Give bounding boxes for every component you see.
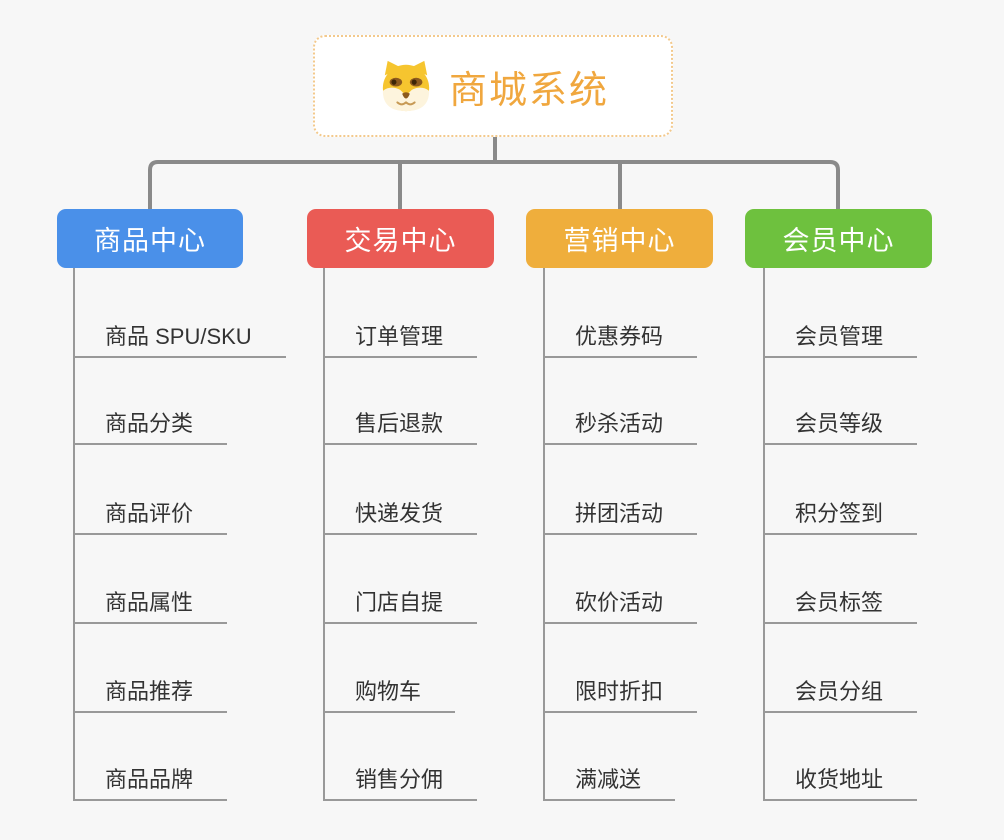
branch-header-trade-center[interactable]: 交易中心 [307, 209, 494, 268]
leaf-node[interactable]: 门店自提 [323, 592, 478, 624]
leaf-node[interactable]: 秒杀活动 [543, 413, 698, 445]
leaf-node[interactable]: 积分签到 [763, 503, 918, 535]
bus-line [148, 160, 840, 209]
leaf-node[interactable]: 商品属性 [73, 592, 228, 624]
leaf-node[interactable]: 会员标签 [763, 592, 918, 624]
leaf-node[interactable]: 会员分组 [763, 681, 918, 713]
leaf-node[interactable]: 会员管理 [763, 326, 918, 358]
leaf-node[interactable]: 砍价活动 [543, 592, 698, 624]
branch-header-product-center[interactable]: 商品中心 [57, 209, 243, 268]
branch-header-member-center[interactable]: 会员中心 [745, 209, 932, 268]
root-title: 商城系统 [448, 69, 609, 112]
branch-header-marketing-center[interactable]: 营销中心 [526, 209, 713, 268]
dog-face-icon [377, 59, 435, 113]
leaf-node[interactable]: 会员等级 [763, 413, 918, 445]
leaf-node[interactable]: 购物车 [323, 681, 456, 713]
leaf-node[interactable]: 优惠券码 [543, 326, 698, 358]
leaf-node[interactable]: 满减送 [543, 769, 676, 801]
leaf-node[interactable]: 拼团活动 [543, 503, 698, 535]
leaf-node[interactable]: 售后退款 [323, 413, 478, 445]
leaf-node[interactable]: 商品评价 [73, 503, 228, 535]
leaf-node[interactable]: 收货地址 [763, 769, 918, 801]
leaf-node[interactable]: 商品分类 [73, 413, 228, 445]
leaf-node[interactable]: 商品品牌 [73, 769, 228, 801]
leaf-node[interactable]: 限时折扣 [543, 681, 698, 713]
leaf-node[interactable]: 快递发货 [323, 503, 478, 535]
leaf-node[interactable]: 订单管理 [323, 326, 478, 358]
leaf-node[interactable]: 商品 SPU/SKU [73, 326, 286, 358]
root-node[interactable]: 商城系统 [313, 35, 673, 137]
leaf-node[interactable]: 商品推荐 [73, 681, 228, 713]
leaf-node[interactable]: 销售分佣 [323, 769, 478, 801]
